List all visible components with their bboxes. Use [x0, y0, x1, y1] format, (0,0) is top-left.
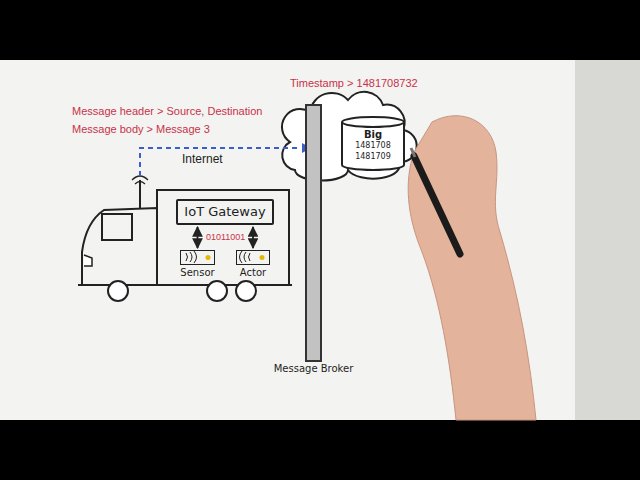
- actor-box: Actor: [236, 250, 270, 265]
- pen-tip: [411, 148, 415, 157]
- connector-arrow: [197, 227, 199, 248]
- node-label: Actor: [240, 267, 266, 279]
- note-text: Message body > Message 3: [72, 123, 210, 135]
- pen: [414, 156, 460, 254]
- node-label: IoT Gateway: [184, 203, 265, 221]
- database-cylinder: Big14817081481709: [341, 117, 405, 170]
- antenna: [139, 180, 141, 208]
- gateway-box: IoT Gateway: [176, 199, 274, 225]
- cylinder-shape: [342, 117, 404, 170]
- sensor-box: Sensor: [180, 250, 215, 265]
- timestamp-value: 1481709: [341, 151, 405, 162]
- hand: [408, 116, 536, 420]
- truck-cab: [82, 208, 157, 285]
- truck-wheel: [236, 281, 256, 301]
- actor-symbol: [240, 251, 251, 263]
- background-wall: [575, 60, 640, 420]
- note-text: Timestamp > 1481708732: [290, 77, 418, 89]
- network-label: Internet: [182, 152, 223, 166]
- truck-wheel: [108, 281, 128, 301]
- database-title: Big: [341, 129, 405, 140]
- truck-headlight: [84, 255, 92, 266]
- truck-cargo-box: [157, 190, 289, 285]
- internet-link: [140, 148, 300, 176]
- cloud-outline: [282, 92, 417, 181]
- paper: [0, 60, 640, 420]
- timestamp-value: 1481708: [341, 140, 405, 151]
- sensor-led: [206, 255, 211, 260]
- node-label: Message Broker: [274, 363, 354, 375]
- connector-arrow: [252, 227, 254, 248]
- actor-led: [260, 255, 265, 260]
- truck-window: [102, 214, 132, 240]
- broker-bar: Message Broker: [305, 104, 322, 362]
- truck-wheel: [207, 281, 227, 301]
- sensor-symbol: [186, 251, 197, 263]
- node-label: Sensor: [180, 267, 214, 279]
- note-text: Message header > Source, Destination: [72, 105, 262, 117]
- binary-data: 01011001: [206, 232, 245, 242]
- antenna-signal: [132, 176, 148, 184]
